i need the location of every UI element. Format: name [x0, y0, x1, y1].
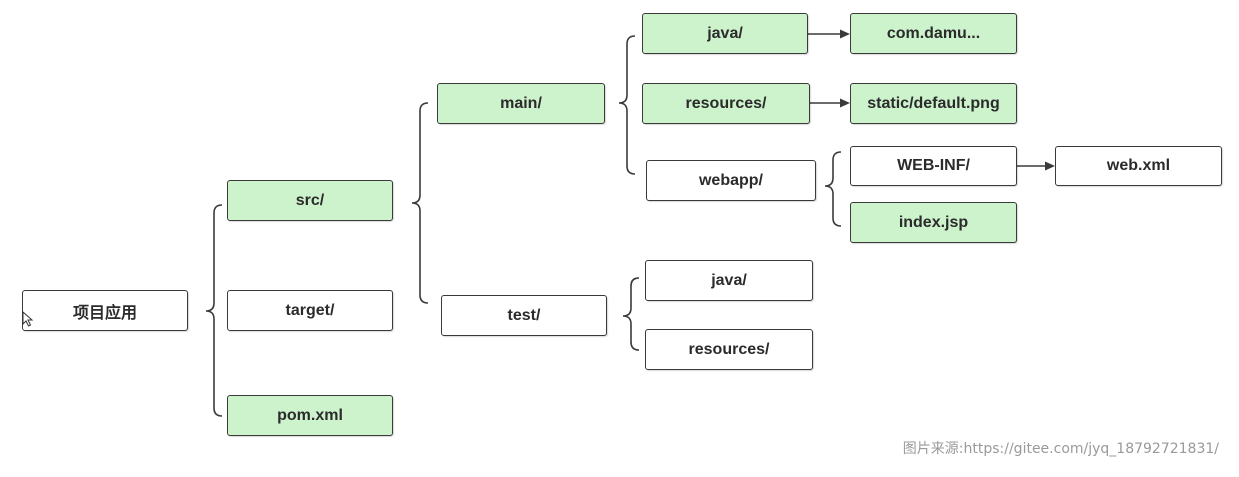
node-test-resources: resources/ [645, 329, 813, 370]
node-target: target/ [227, 290, 393, 331]
node-test-java: java/ [645, 260, 813, 301]
brace-webapp-children [824, 151, 842, 227]
node-com-damu: com.damu... [850, 13, 1017, 54]
brace-src-children [411, 102, 429, 304]
arrow-webinf-to-web-xml-head [1045, 161, 1055, 171]
arrow-java-to-com-damu-head [840, 29, 850, 39]
node-webapp: webapp/ [646, 160, 816, 201]
brace-test-children [622, 277, 640, 351]
brace-root-children [205, 204, 223, 417]
mouse-pointer-icon [22, 311, 34, 327]
node-main-resources: resources/ [642, 83, 810, 124]
node-pom-xml: pom.xml [227, 395, 393, 436]
node-test: test/ [441, 295, 607, 336]
node-web-inf: WEB-INF/ [850, 146, 1017, 186]
brace-main-children [618, 35, 636, 175]
node-static-default-png: static/default.png [850, 83, 1017, 124]
node-main-java: java/ [642, 13, 808, 54]
arrow-resources-to-static-head [840, 98, 850, 108]
node-main: main/ [437, 83, 605, 124]
node-web-xml: web.xml [1055, 146, 1222, 186]
node-index-jsp: index.jsp [850, 202, 1017, 243]
node-project-root: 项目应用 [22, 290, 188, 331]
image-source-caption: 图片来源:https://gitee.com/jyq_18792721831/ [902, 441, 1219, 457]
node-src: src/ [227, 180, 393, 221]
